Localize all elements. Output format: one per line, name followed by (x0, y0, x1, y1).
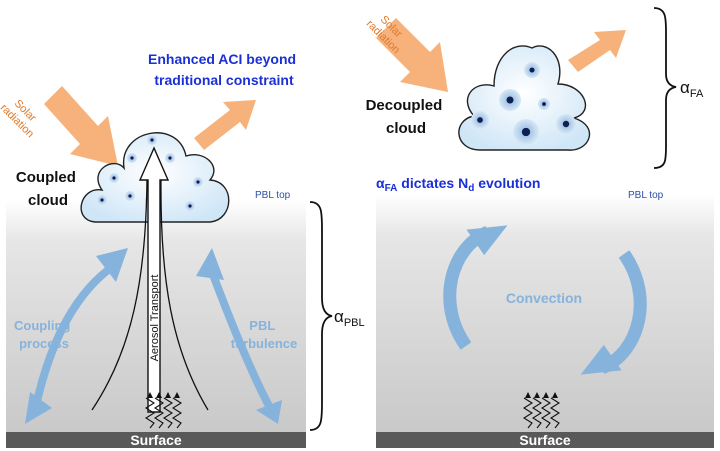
emission-arrowhead (165, 392, 171, 398)
right-panel: Surface Solar radiation Decoupled cloud … (364, 7, 714, 448)
cloud-droplet (147, 135, 157, 145)
coupled-cloud-label: Coupled cloud (16, 169, 80, 209)
turbulence-arrow (196, 248, 282, 424)
cloud-droplet (471, 111, 489, 129)
cloud-droplet (513, 119, 539, 145)
emission-squiggle (549, 397, 561, 429)
alpha-fa-dictates-label: αFA dictates Nd evolution (376, 175, 540, 194)
coupling-process-label: Coupling process (14, 318, 74, 351)
right-pbl-layer (376, 194, 714, 432)
emission-arrowhead (525, 392, 531, 398)
cloud-droplet (125, 191, 135, 201)
right-pbl-top-label: PBL top (628, 190, 664, 201)
emission-arrowhead (156, 392, 162, 398)
emission-squiggle (153, 397, 165, 429)
coupling-arrow (25, 248, 128, 424)
alpha-fa-brace (653, 7, 677, 169)
emission-squiggle (540, 397, 552, 429)
alpha-pbl-label: αPBL (334, 307, 365, 329)
cloud-droplet (127, 153, 137, 163)
cloud-droplets (97, 135, 203, 211)
pbl-turbulence-label: PBL turbulence (231, 318, 297, 351)
emission-squiggle (522, 397, 534, 429)
right-surface-label: Surface (519, 432, 571, 448)
cloud-droplet (524, 62, 540, 78)
emission-arrowhead (174, 392, 180, 398)
cloud-droplet (556, 114, 576, 134)
emission-squiggle (171, 397, 183, 429)
emission-squiggle (531, 397, 543, 429)
aerosol-transport-arrow (138, 146, 170, 413)
right-solar-reflected-arrow (568, 30, 626, 72)
cloud-droplet (97, 195, 107, 205)
left-solar-reflected-arrow (194, 100, 256, 150)
alpha-fa-label: αFA (680, 78, 704, 100)
cloud-droplet (185, 201, 195, 211)
decoupled-cloud-droplets (471, 62, 576, 145)
cloud-droplet (538, 98, 550, 110)
left-surface-label: Surface (130, 432, 182, 448)
alpha-pbl-brace (309, 201, 333, 431)
convection-arrowhead-top (466, 225, 508, 256)
left-solar-label: Solar radiation (0, 93, 45, 141)
right-emission-squiggles (522, 392, 561, 429)
decoupled-cloud-label: Decoupled cloud (366, 97, 447, 137)
aerosol-transport-label: Aerosol Transport (149, 275, 161, 362)
emission-arrowhead (147, 392, 153, 398)
right-solar-incoming-arrow (376, 18, 448, 92)
convection-label: Convection (506, 290, 582, 306)
right-surface-bar (376, 432, 714, 448)
left-emission-squiggles (144, 392, 183, 429)
emission-arrowhead (552, 392, 558, 398)
convection-arrowhead-bottom (580, 344, 622, 375)
emission-squiggle (144, 397, 156, 429)
emission-squiggle (162, 397, 174, 429)
emission-arrowhead (543, 392, 549, 398)
left-pbl-top-label: PBL top (255, 190, 291, 201)
aci-label: Enhanced ACI beyond traditional constrai… (148, 51, 300, 88)
cloud-droplet (499, 89, 521, 111)
left-surface-bar (6, 432, 306, 448)
cloud-droplet (109, 173, 119, 183)
emission-arrowhead (534, 392, 540, 398)
left-panel: Surface Solar radiation Enhanced ACI bey… (0, 51, 365, 448)
cloud-droplet (165, 153, 175, 163)
aerosol-transport-curve-right (160, 177, 209, 411)
cloud-droplet (193, 177, 203, 187)
aerosol-transport-curve-left (91, 177, 148, 411)
left-solar-incoming-arrow (44, 86, 118, 166)
decoupled-cloud (458, 45, 591, 151)
